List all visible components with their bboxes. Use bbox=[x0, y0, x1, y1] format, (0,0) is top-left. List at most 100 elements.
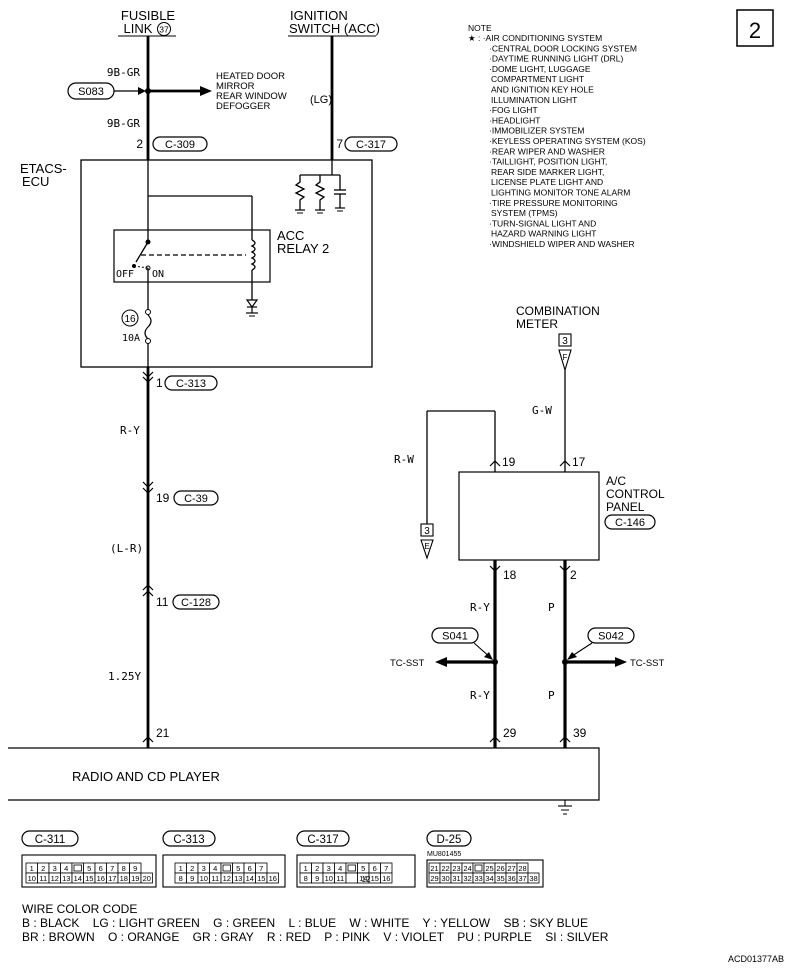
note-item: ·DOME LIGHT, LUGGAGE bbox=[489, 64, 591, 74]
wire-label-r-w: R-W bbox=[394, 453, 414, 466]
note-item: HAZARD WARNING LIGHT bbox=[491, 229, 596, 239]
conn-c311-face bbox=[21, 854, 157, 888]
wire-label-g-w: G-W bbox=[532, 404, 552, 417]
connector-pin-number: 27 bbox=[507, 864, 515, 873]
connector-pin-number: 33 bbox=[474, 874, 482, 883]
connector-pin-number: 10 bbox=[200, 874, 208, 883]
resistor-1 bbox=[294, 175, 306, 210]
connector-pin-number: 14 bbox=[359, 874, 367, 883]
splice-s041-tag bbox=[431, 627, 479, 644]
branch-line-3: REAR WINDOW bbox=[216, 91, 287, 102]
connector-pin-number: 23 bbox=[452, 864, 460, 873]
relay-off-label: OFF bbox=[116, 269, 134, 280]
connector-pin-number: 4 bbox=[338, 864, 342, 873]
conn-d25-face bbox=[426, 859, 544, 888]
branch-arrowhead bbox=[200, 86, 212, 96]
connector-pin-number: 13 bbox=[234, 874, 242, 883]
meter-ref-number: 3 bbox=[562, 336, 568, 347]
ac-ref-box bbox=[420, 523, 434, 537]
connector-pin-number: 3 bbox=[202, 864, 206, 873]
splice-s083-arrowhead bbox=[138, 87, 146, 95]
radio-label: RADIO AND CD PLAYER bbox=[72, 769, 220, 784]
ac-pin-19: 19 bbox=[502, 455, 516, 469]
pin-11-c128: 11 bbox=[156, 595, 169, 609]
connector-pin-number: 32 bbox=[463, 874, 471, 883]
connector-pin-number: 15 bbox=[371, 874, 379, 883]
conn-mark-c313-b bbox=[142, 376, 154, 383]
connector-pin-number: 17 bbox=[108, 874, 116, 883]
conn-c39-tag bbox=[173, 490, 219, 506]
connector-pin-number: 6 bbox=[248, 864, 252, 873]
ignition-title: IGNITION bbox=[290, 8, 348, 23]
conn-c128-tag bbox=[172, 594, 220, 610]
fusible-link-title: FUSIBLE bbox=[121, 8, 176, 23]
note-item: LIGHTING MONITOR TONE ALARM bbox=[491, 188, 630, 198]
connector-pin-cell bbox=[140, 872, 153, 884]
note-item: ·KEYLESS OPERATING SYSTEM (KOS) bbox=[489, 136, 646, 146]
conn-mark-c39-a bbox=[142, 481, 154, 488]
connector-pin-number: 21 bbox=[430, 864, 438, 873]
pin-19-c39: 19 bbox=[156, 491, 170, 505]
splice-s083-label: S083 bbox=[78, 86, 104, 98]
figure-code: ACD01377AB bbox=[728, 954, 784, 964]
tc-sst-left-arrow bbox=[435, 657, 447, 667]
fusible-link-number: 37 bbox=[159, 25, 169, 35]
fuse-amperage: 10A bbox=[122, 333, 140, 344]
connector-pin-number: 6 bbox=[99, 864, 103, 873]
acc-relay-label-2: RELAY 2 bbox=[277, 241, 329, 256]
page-number: 2 bbox=[749, 18, 761, 43]
splice-s042-arrowhead bbox=[567, 652, 577, 660]
radio-pin-21: 21 bbox=[156, 726, 170, 740]
acc-relay-label-1: ACC bbox=[277, 228, 304, 243]
connector-pin-number: 12 bbox=[51, 874, 59, 883]
acc-relay-2-box bbox=[113, 229, 271, 283]
ac-panel-label-1: A/C bbox=[606, 474, 626, 488]
wire-label-r-y-left: R-Y bbox=[120, 424, 140, 437]
note-item: ·HEADLIGHT bbox=[489, 115, 540, 125]
conn-c311-face-label: C-311 bbox=[35, 834, 65, 846]
conn-c317-tag bbox=[344, 136, 398, 152]
connector-pin-number: 4 bbox=[213, 864, 217, 873]
connector-pin-number: 26 bbox=[496, 864, 504, 873]
conn-mark-c128-a bbox=[142, 584, 154, 591]
ac-panel-label-3: PANEL bbox=[606, 500, 645, 514]
connector-pin-number: 9 bbox=[315, 874, 319, 883]
meter-ref-letter: F bbox=[563, 353, 568, 362]
combination-meter-label-2: METER bbox=[516, 317, 558, 331]
fuse-terminal-top bbox=[145, 309, 151, 315]
page-number-box bbox=[736, 9, 774, 47]
connector-pin-number: 4 bbox=[64, 864, 68, 873]
connector-pin-number: 16 bbox=[382, 874, 390, 883]
conn-c128-label: C-128 bbox=[181, 597, 211, 609]
conn-mark-ac-17 bbox=[559, 460, 571, 467]
ac-pin-18: 18 bbox=[503, 568, 517, 582]
resistor-2 bbox=[314, 175, 326, 210]
branch-line-4: DEFOGGER bbox=[216, 101, 271, 112]
ignition-wire-color: (LG) bbox=[310, 94, 332, 106]
connector-pin-number: 8 bbox=[122, 864, 126, 873]
etacs-label-2: ECU bbox=[22, 174, 49, 189]
conn-mark-c128-b bbox=[142, 590, 154, 597]
meter-ref-triangle bbox=[558, 349, 572, 372]
connector-pin-cell bbox=[345, 872, 358, 884]
connector-key bbox=[222, 864, 231, 872]
connector-pin-number: 7 bbox=[384, 864, 388, 873]
etacs-pin-1: 1 bbox=[156, 376, 163, 390]
radio-pin-39: 39 bbox=[573, 726, 587, 740]
wire-label-p-upper: P bbox=[548, 601, 555, 614]
ac-pin-2: 2 bbox=[570, 568, 577, 582]
connector-pin-number: 18 bbox=[120, 874, 128, 883]
connector-pin-number: 1 bbox=[179, 864, 183, 873]
fuse-element bbox=[144, 314, 152, 340]
ignition-sub: SWITCH (ACC) bbox=[289, 21, 380, 36]
connector-pin-number: 16 bbox=[97, 874, 105, 883]
etacs-pin-7: 7 bbox=[336, 137, 343, 151]
conn-c317-face-label: C-317 bbox=[307, 834, 338, 846]
conn-c146-label: C-146 bbox=[615, 517, 645, 529]
conn-d25-face-tag bbox=[426, 830, 472, 847]
connector-pin-number: 37 bbox=[518, 874, 526, 883]
